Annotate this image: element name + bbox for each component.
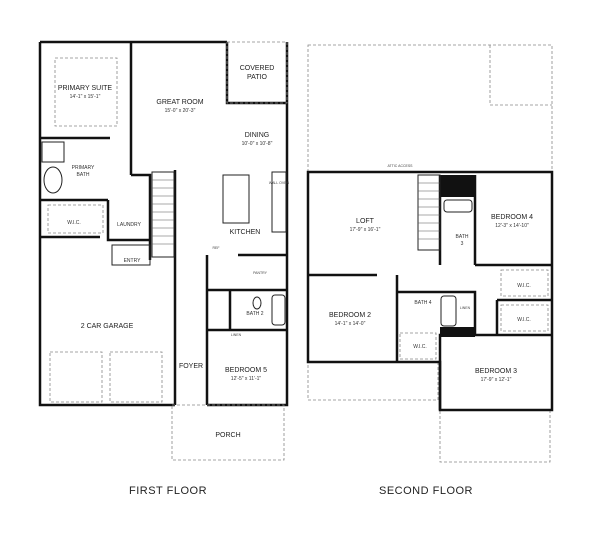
primary-bath-label-2: BATH [77, 172, 90, 178]
patio-outline [226, 41, 288, 104]
great-room-label: GREAT ROOM [156, 99, 203, 106]
bedroom4-label: BEDROOM 4 [491, 214, 533, 221]
bedroom3-label: BEDROOM 3 [475, 368, 517, 375]
roof-outline-2 [489, 45, 552, 106]
first-floor-plan: PRIMARY SUITE 14'-1" x 15'-1" GREAT ROOM… [38, 40, 290, 497]
wic-shelves-a [500, 269, 549, 297]
kitchen-label: KITCHEN [230, 229, 261, 236]
bedroom2-dims: 14'-1" x 14'-0" [335, 321, 366, 327]
great-room-dims: 15'-0" x 20'-3" [165, 108, 196, 114]
bedroom5-label: BEDROOM 5 [225, 367, 267, 374]
bedroom5-dims: 12'-5" x 11'-1" [231, 376, 262, 382]
attic-access-label: ATTIC ACCESS [387, 164, 413, 168]
ref-label: REF [213, 246, 220, 250]
dining-dims: 10'-0" x 10'-8" [242, 141, 273, 147]
first-floor-caption: FIRST FLOOR [129, 485, 207, 497]
wic-shelves-b [500, 304, 549, 332]
chase-2 [440, 327, 475, 337]
bath2-tub [271, 294, 286, 326]
kitchen-counter [271, 171, 287, 233]
bath4-label: BATH 4 [414, 300, 431, 306]
laundry-label: LAUNDRY [117, 222, 141, 228]
linen-label: LINEN [231, 333, 242, 337]
lower-roof-left [307, 361, 439, 401]
garage-door-right [109, 351, 163, 403]
roof-outline [307, 44, 553, 173]
primary-suite-label: PRIMARY SUITE [58, 85, 113, 92]
porch-label: PORCH [215, 432, 240, 439]
bath3-label-2: 3 [461, 241, 464, 247]
bath3-label: BATH [456, 234, 469, 240]
loft-dims: 17'-9" x 16'-1" [350, 227, 381, 233]
entry-label: ENTRY [124, 258, 142, 264]
wic-c-label: W.I.C. [413, 344, 427, 350]
second-floor-stairs [417, 174, 441, 251]
wic-label: W.I.C. [67, 220, 81, 226]
bath4-tub [440, 295, 457, 327]
lower-roof-right [439, 409, 551, 463]
pantry-label: PANTRY [253, 271, 268, 275]
wic-shelves [47, 204, 104, 234]
primary-suite-dims: 14'-1" x 15'-1" [70, 94, 101, 100]
covered-patio-label: COVERED [240, 65, 275, 72]
interior-walls [40, 42, 287, 405]
shower [41, 141, 65, 163]
toilet [252, 296, 262, 310]
wic-b-label: W.I.C. [517, 317, 531, 323]
second-floor-plan: ATTIC ACCESS LOFT 17'-9" x 16'-1" BATH 3… [306, 44, 554, 497]
foyer-label: FOYER [179, 363, 203, 370]
bathtub [43, 166, 63, 194]
garage-door-left [49, 351, 103, 403]
wall-oven-label: WALL OVEN [269, 181, 290, 185]
second-floor-caption: SECOND FLOOR [379, 485, 473, 497]
loft-label: LOFT [356, 218, 375, 225]
dining-label: DINING [245, 132, 270, 139]
first-floor-stairs [151, 171, 175, 258]
bedroom2-label: BEDROOM 2 [329, 312, 371, 319]
primary-suite-ceiling [54, 57, 118, 127]
covered-patio-label-2: PATIO [247, 74, 268, 81]
wic-a-label: W.I.C. [517, 283, 531, 289]
kitchen-island [222, 174, 250, 224]
bath3-tub [443, 199, 473, 213]
chase [440, 175, 475, 197]
wic-shelves-c [399, 332, 437, 360]
porch-outline [171, 404, 285, 461]
primary-bath-label: PRIMARY [72, 165, 95, 171]
bath2-label: BATH 2 [246, 311, 263, 317]
bedroom4-dims: 12'-3" x 14'-10" [495, 223, 529, 229]
entry-walls [111, 244, 151, 266]
bedroom3-dims: 17'-9" x 12'-1" [481, 377, 512, 383]
linen-label: LINEN [460, 306, 471, 310]
garage-label: 2 CAR GARAGE [81, 323, 134, 330]
